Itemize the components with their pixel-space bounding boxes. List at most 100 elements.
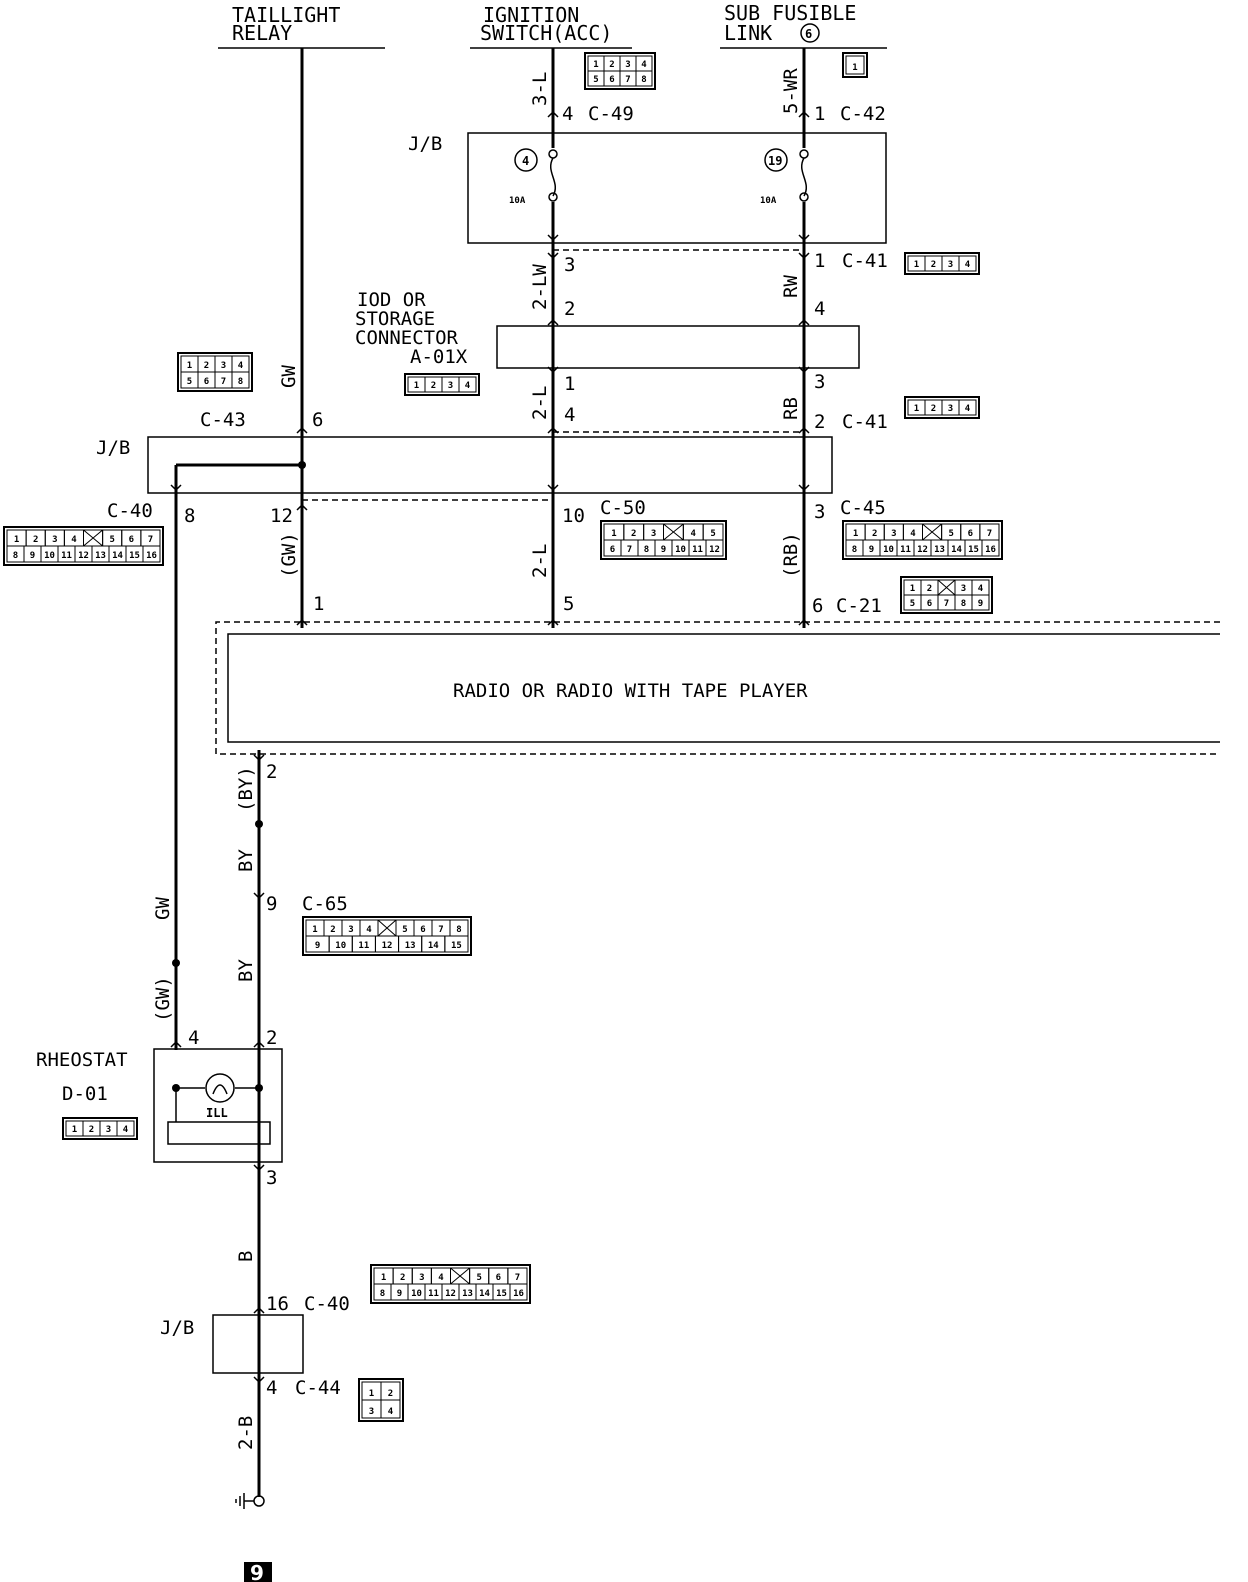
terminal-arrow-icon <box>170 1040 182 1048</box>
pin-number: 3 <box>625 60 630 70</box>
pin-number: 5 <box>593 75 598 85</box>
pin-number: 2 <box>927 584 932 594</box>
pin-3-rheostat: 3 <box>266 1167 277 1189</box>
pin-number: 16 <box>146 551 157 561</box>
terminal-arrow-icon <box>170 484 182 492</box>
pin-2-lw: 2 <box>564 298 575 320</box>
pin-number: 7 <box>221 377 226 387</box>
fuse-19-number-circle <box>764 148 788 172</box>
pin-number: 4 <box>465 381 471 391</box>
pin-number: 6 <box>420 925 425 935</box>
fuse-19-terminal-bottom <box>799 192 809 202</box>
pin-number: 6 <box>204 377 209 387</box>
pin-number: 3 <box>221 361 226 371</box>
wire-label-rb-paren: (RB) <box>780 532 802 578</box>
pin-number: 4 <box>123 1125 129 1135</box>
pin-number: 3 <box>891 529 896 539</box>
connector-label-c43: C-43 <box>200 409 246 431</box>
ground-symbol-icon <box>235 1493 265 1509</box>
pin-number: 4 <box>910 529 916 539</box>
pin-number: 8 <box>641 75 646 85</box>
terminal-arrow-icon <box>798 252 810 260</box>
rheostat-resistor <box>167 1121 271 1145</box>
connector-label-c44: C-44 <box>295 1377 341 1399</box>
pin-number: 11 <box>358 941 369 951</box>
pin-number: 3 <box>106 1125 111 1135</box>
pin-number: 9 <box>661 545 666 555</box>
pin-cell <box>116 1120 135 1137</box>
pin-number: 2 <box>931 260 936 270</box>
pin-number: 2 <box>609 60 614 70</box>
pin-4-l: 4 <box>564 404 575 426</box>
pin-number: 4 <box>691 529 697 539</box>
wire-label-gw-left: GW <box>152 897 174 920</box>
pin-number: 13 <box>462 1289 473 1299</box>
pin-number: 2 <box>33 535 38 545</box>
ground-terminal <box>253 1495 265 1507</box>
wire-label-by-paren: (BY) <box>235 766 257 812</box>
pin-number: 4 <box>965 404 971 414</box>
pin-cell <box>635 70 653 87</box>
pin-number: 6 <box>129 535 134 545</box>
pin-number: 2 <box>872 529 877 539</box>
pin-6-c43: 6 <box>312 409 323 431</box>
pin-1-c42: 1 <box>814 103 825 125</box>
blank-pin-mark <box>663 523 684 541</box>
fuse-19-rating: 10A <box>760 196 777 206</box>
connector-housing <box>842 52 868 78</box>
fuse-19: 19 10A <box>760 148 812 206</box>
pin-number: 7 <box>625 75 630 85</box>
wire-label-by-2: BY <box>235 959 257 982</box>
ground-number-badge <box>244 1562 272 1582</box>
pin-number: 6 <box>609 75 614 85</box>
iod-label-2: STORAGE <box>355 308 435 330</box>
pin-number: 14 <box>112 551 123 561</box>
wire-label-2lw: 2-LW <box>529 264 551 310</box>
pin-6-radio: 6 <box>812 595 823 617</box>
pin-3-rb: 3 <box>814 371 825 393</box>
pin-cell <box>231 371 250 389</box>
pin-number: 1 <box>14 535 19 545</box>
pin-number: 7 <box>987 529 992 539</box>
illumination-lamp-icon <box>205 1073 235 1103</box>
pin-number: 3 <box>651 529 656 539</box>
pin-2-rheostat: 2 <box>266 1027 277 1049</box>
pin-5-radio: 5 <box>563 593 574 615</box>
blank-pin-mark <box>450 1267 470 1285</box>
pin-number: 1 <box>72 1125 77 1135</box>
terminal-arrow-icon <box>253 754 265 762</box>
pin-number: 4 <box>965 260 971 270</box>
pin-cell <box>509 1283 528 1301</box>
connector-pinout-c42: 1 <box>842 52 868 78</box>
blank-pin-mark <box>83 529 103 547</box>
pin-number: 3 <box>419 1273 424 1283</box>
connector-label-c50: C-50 <box>600 497 646 519</box>
pin-number: 3 <box>52 535 57 545</box>
pin-number: 7 <box>944 599 949 609</box>
taillight-relay-label-1: TAILLIGHT <box>232 3 340 27</box>
pin-number: 9 <box>30 551 35 561</box>
junction-block-middle <box>147 436 833 494</box>
pin-number: 9 <box>978 599 983 609</box>
pin-number: 8 <box>456 925 461 935</box>
pin-cell <box>142 545 161 563</box>
terminal-arrows <box>170 110 810 1384</box>
pin-number: 15 <box>496 1289 507 1299</box>
wire-label-gw-left-paren: (GW) <box>152 976 174 1022</box>
jb-middle-label: J/B <box>96 437 130 459</box>
pin-number: 10 <box>44 551 55 561</box>
radio-outer-dashed <box>215 621 1220 755</box>
wire-label-gw-top: GW <box>278 365 300 388</box>
pin-number: 9 <box>315 941 320 951</box>
splice-gw-left <box>172 959 180 967</box>
pin-1-radio: 1 <box>313 593 324 615</box>
terminal-arrow-icon <box>296 503 308 511</box>
